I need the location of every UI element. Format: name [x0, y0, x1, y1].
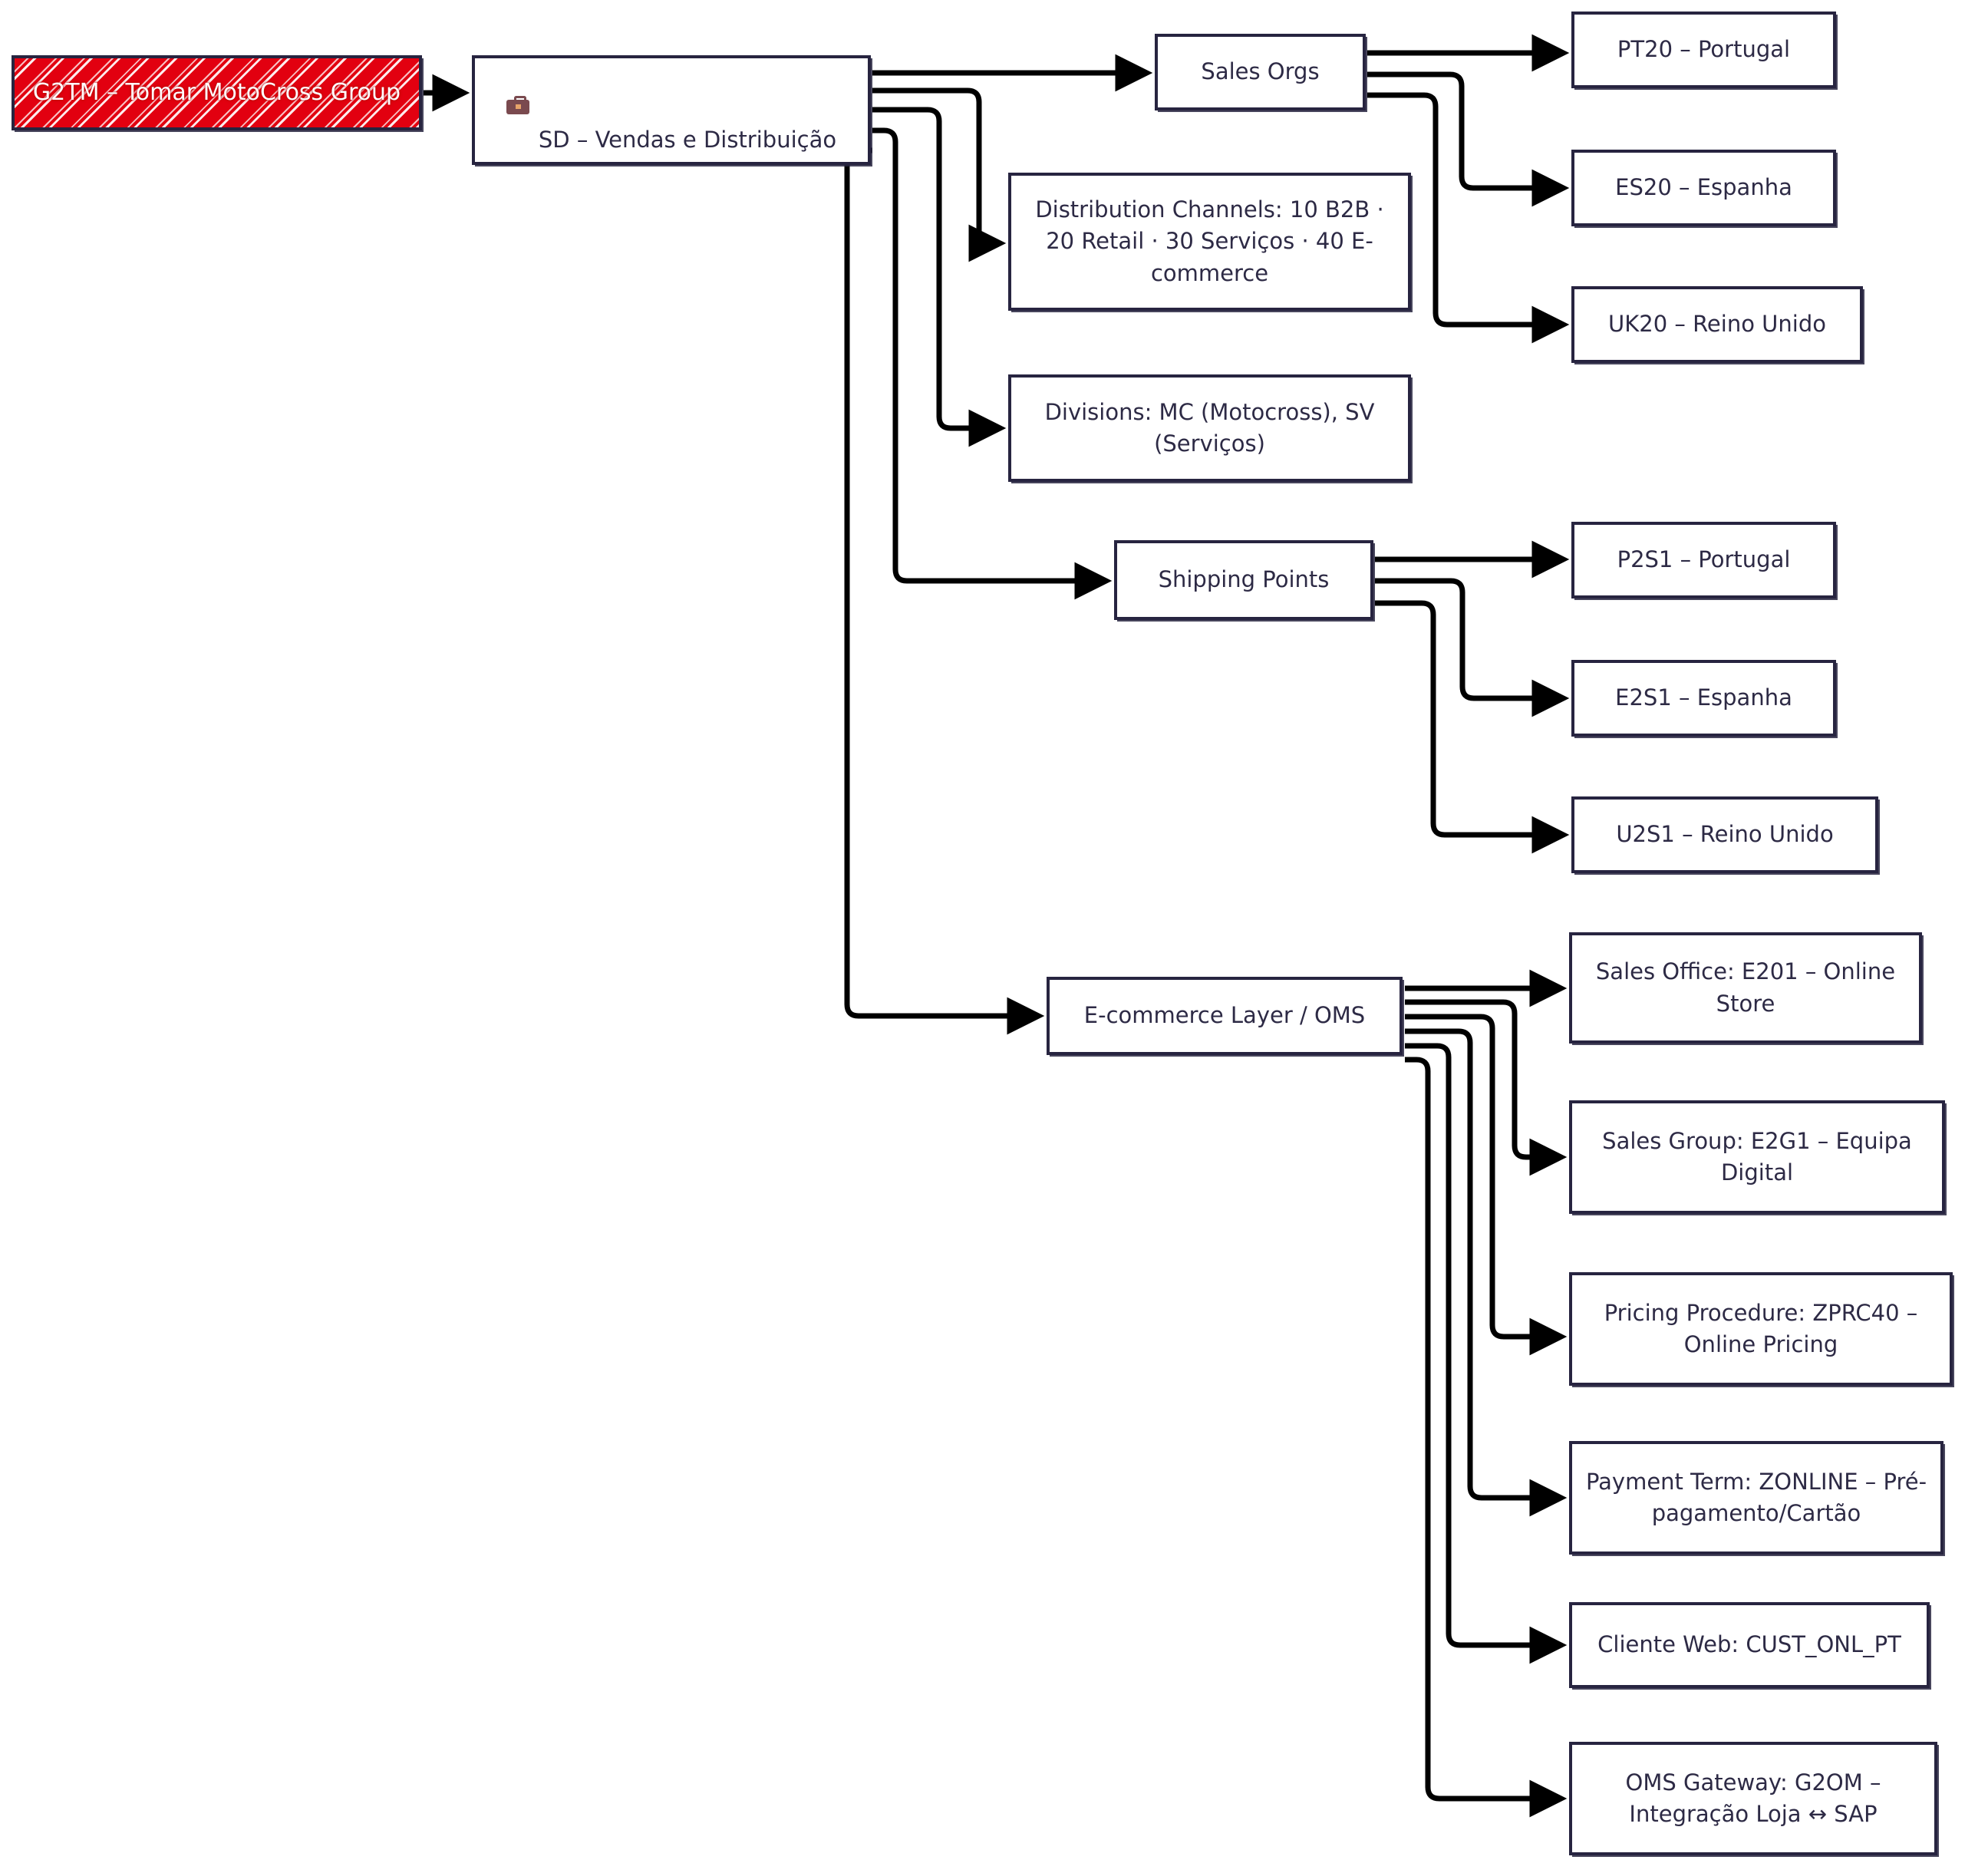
- node-cliente-web[interactable]: Cliente Web: CUST_ONL_PT: [1569, 1602, 1930, 1688]
- node-pt20-portugal[interactable]: PT20 – Portugal: [1571, 12, 1836, 88]
- edge-ecom-sg: [1405, 999, 1568, 1176]
- node-label: Sales Office: E201 – Online Store: [1595, 958, 1896, 1017]
- node-p2s1-portugal[interactable]: P2S1 – Portugal: [1571, 522, 1836, 599]
- briefcase-icon: [506, 95, 529, 114]
- edge-salesorgs-es20: [1367, 71, 1570, 207]
- node-label: Cliente Web: CUST_ONL_PT: [1597, 1631, 1901, 1658]
- node-payment-term[interactable]: Payment Term: ZONLINE – Pré-pagamento/Ca…: [1569, 1441, 1943, 1555]
- node-oms-gateway[interactable]: OMS Gateway: G2OM – Integração Loja ↔ SA…: [1569, 1742, 1937, 1855]
- node-label: P2S1 – Portugal: [1617, 546, 1791, 573]
- node-label: Sales Group: E2G1 – Equipa Digital: [1602, 1127, 1912, 1185]
- node-sd-vendas-distribuicao[interactable]: SD – Vendas e Distribuição: [472, 55, 871, 165]
- edge-ship-e2s1: [1375, 578, 1570, 717]
- node-label: Shipping Points: [1158, 566, 1330, 593]
- node-label: OMS Gateway: G2OM – Integração Loja ↔ SA…: [1625, 1769, 1881, 1827]
- node-label: E2S1 – Espanha: [1615, 684, 1792, 711]
- node-divisions[interactable]: Divisions: MC (Motocross), SV (Serviços): [1008, 374, 1411, 482]
- node-es20-espanha[interactable]: ES20 – Espanha: [1571, 150, 1836, 226]
- node-sales-office[interactable]: Sales Office: E201 – Online Store: [1569, 932, 1922, 1044]
- node-u2s1-reino-unido[interactable]: U2S1 – Reino Unido: [1571, 796, 1878, 873]
- node-g2tm-group[interactable]: G2TM – Tomar MotoCross Group: [12, 55, 422, 130]
- node-label: U2S1 – Reino Unido: [1616, 821, 1834, 848]
- edge-sd-dch: [872, 87, 1007, 262]
- node-e2s1-espanha[interactable]: E2S1 – Espanha: [1571, 660, 1836, 737]
- node-label: ES20 – Espanha: [1615, 174, 1792, 201]
- node-pricing-procedure[interactable]: Pricing Procedure: ZPRC40 – Online Prici…: [1569, 1272, 1953, 1386]
- node-sales-group[interactable]: Sales Group: E2G1 – Equipa Digital: [1569, 1100, 1945, 1214]
- edge-ship-u2s1: [1375, 600, 1570, 854]
- edge-ecom-oms: [1405, 1057, 1568, 1818]
- edge-sd-div: [872, 107, 1007, 447]
- node-label: Distribution Channels: 10 B2B · 20 Retai…: [1035, 196, 1384, 286]
- node-uk20-reino-unido[interactable]: UK20 – Reino Unido: [1571, 286, 1863, 363]
- edge-ecom-pp: [1405, 1014, 1568, 1356]
- node-label: PT20 – Portugal: [1617, 36, 1791, 63]
- node-label: Pricing Procedure: ZPRC40 – Online Prici…: [1604, 1299, 1918, 1357]
- node-distribution-channels[interactable]: Distribution Channels: 10 B2B · 20 Retai…: [1008, 173, 1411, 311]
- node-label: SD – Vendas e Distribuição: [538, 127, 837, 153]
- node-ecommerce-layer-oms[interactable]: E-commerce Layer / OMS: [1047, 977, 1403, 1055]
- node-shipping-points[interactable]: Shipping Points: [1114, 540, 1373, 620]
- edge-salesorgs-uk20: [1367, 92, 1570, 344]
- edge-ecom-cw: [1405, 1043, 1568, 1664]
- edge-ecom-pt: [1405, 1028, 1568, 1517]
- node-label: Divisions: MC (Motocross), SV (Serviços): [1044, 398, 1375, 457]
- node-label: G2TM – Tomar MotoCross Group: [32, 78, 401, 106]
- node-label: UK20 – Reino Unido: [1608, 311, 1826, 338]
- edge-sd-ship: [872, 127, 1113, 600]
- node-label: Payment Term: ZONLINE – Pré-pagamento/Ca…: [1585, 1468, 1927, 1526]
- node-sales-orgs[interactable]: Sales Orgs: [1155, 34, 1366, 110]
- node-label: Sales Orgs: [1201, 58, 1320, 85]
- node-label: E-commerce Layer / OMS: [1083, 1002, 1366, 1029]
